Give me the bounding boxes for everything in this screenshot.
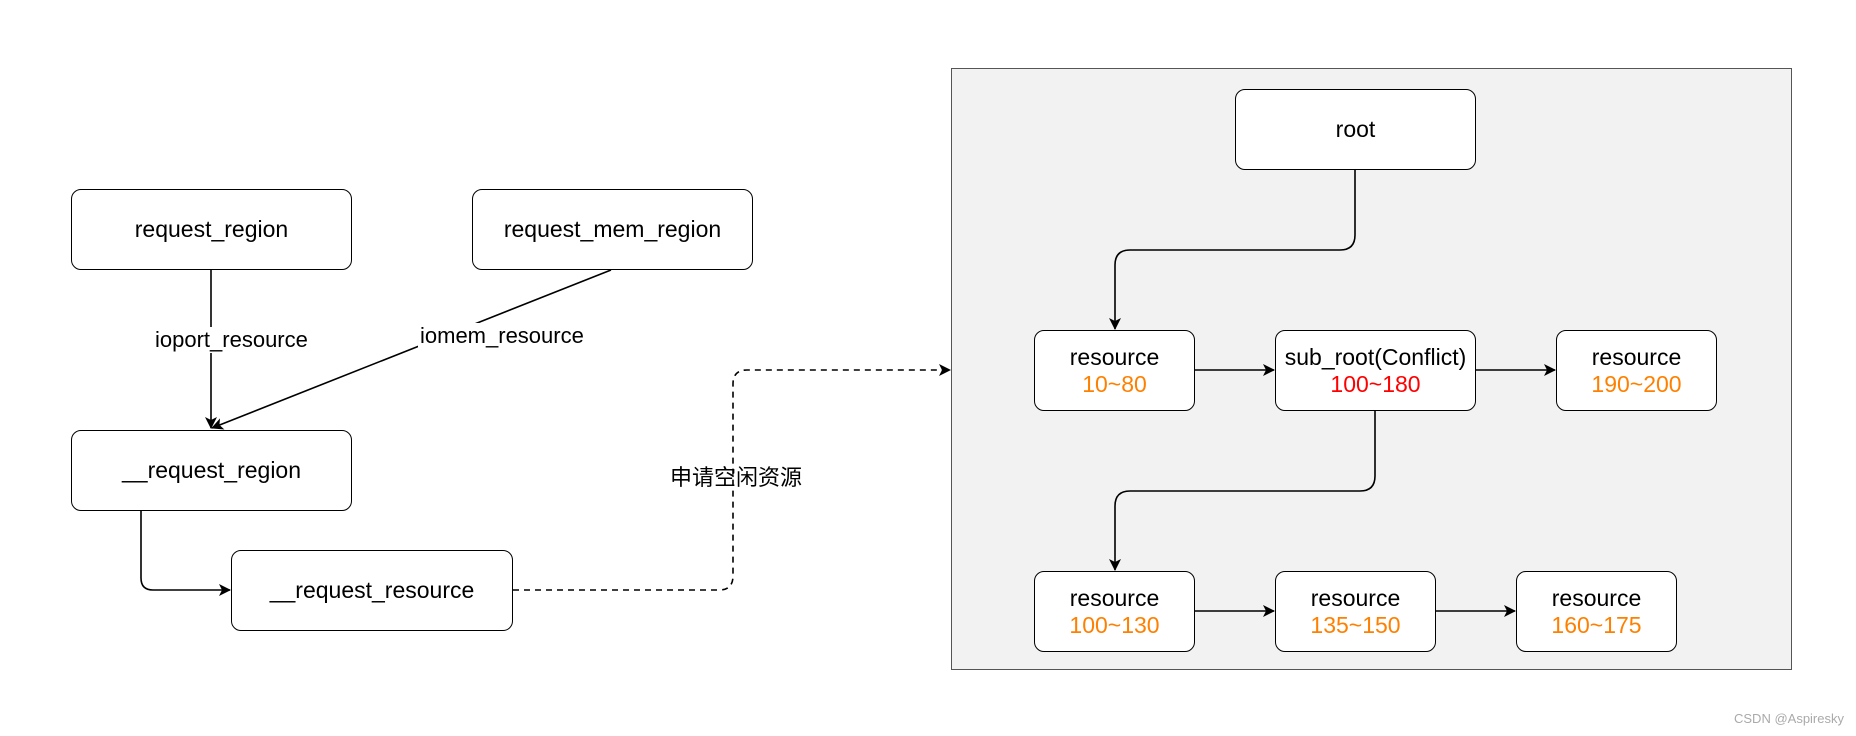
request-region-label: request_region bbox=[134, 216, 289, 242]
resource-node-c: resource 100~130 bbox=[1034, 571, 1195, 652]
resource-b-range: 190~200 bbox=[1591, 370, 1682, 397]
root-label: root bbox=[1335, 116, 1376, 142]
sub-root-node: sub_root(Conflict) 100~180 bbox=[1275, 330, 1476, 411]
resource-e-title: resource bbox=[1551, 584, 1642, 611]
resource-c-range: 100~130 bbox=[1069, 611, 1160, 638]
resource-e-range: 160~175 bbox=[1551, 611, 1642, 638]
resource-d-range: 135~150 bbox=[1310, 611, 1401, 638]
edge-__request-region-to-__request-resource bbox=[140, 510, 231, 596]
__request-region-node: __request_region bbox=[71, 430, 352, 511]
resource-c-title: resource bbox=[1069, 584, 1160, 611]
resource-node-d: resource 135~150 bbox=[1275, 571, 1436, 652]
watermark: CSDN @Aspiresky bbox=[1734, 711, 1844, 726]
__request-resource-node: __request_resource bbox=[231, 550, 513, 631]
sub-root-range: 100~180 bbox=[1330, 370, 1421, 397]
root-node: root bbox=[1235, 89, 1476, 170]
request-mem-region-label: request_mem_region bbox=[503, 216, 722, 242]
resource-d-title: resource bbox=[1310, 584, 1401, 611]
sub-root-title: sub_root(Conflict) bbox=[1284, 343, 1467, 370]
resource-node-b: resource 190~200 bbox=[1556, 330, 1717, 411]
request-mem-region-node: request_mem_region bbox=[472, 189, 753, 270]
edge-__request-resource-to-panel bbox=[513, 364, 951, 591]
resource-node-e: resource 160~175 bbox=[1516, 571, 1677, 652]
__request-resource-label: __request_resource bbox=[269, 577, 475, 603]
resource-a-range: 10~80 bbox=[1082, 370, 1147, 397]
edge-root-to-res-a bbox=[1109, 170, 1356, 330]
request-region-node: request_region bbox=[71, 189, 352, 270]
__request-region-label: __request_region bbox=[121, 457, 302, 483]
ioport-resource-label: ioport_resource bbox=[153, 327, 310, 353]
edge-request-mem-region-to-__request-region bbox=[211, 269, 612, 430]
resource-a-title: resource bbox=[1069, 343, 1160, 370]
iomem-resource-label: iomem_resource bbox=[418, 323, 586, 349]
edge-sub-root-to-res-c bbox=[1109, 411, 1376, 571]
alloc-free-resource-label: 申请空闲资源 bbox=[670, 466, 803, 491]
resource-node-a: resource 10~80 bbox=[1034, 330, 1195, 411]
resource-b-title: resource bbox=[1591, 343, 1682, 370]
